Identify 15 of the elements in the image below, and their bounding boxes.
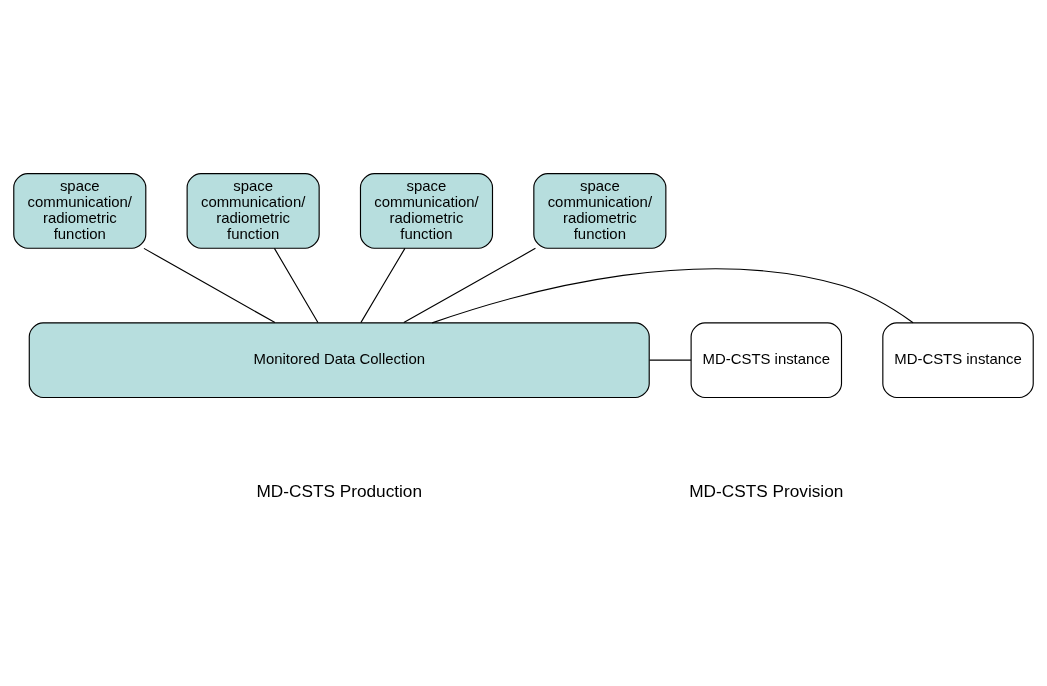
connector [403,247,536,323]
node-box: Monitored Data Collection [28,321,650,398]
connector [143,247,276,323]
label: MD-CSTS Production [256,480,423,501]
connector [273,247,319,323]
node-box: MD-CSTS instance [690,321,843,398]
connector [431,267,914,323]
connector [360,247,406,323]
node-box: MD-CSTS instance [882,321,1034,398]
node-box: space communication/ radiometric function [359,172,494,249]
connector [648,359,692,361]
node-box: space communication/ radiometric function [186,172,320,249]
node-box: space communication/ radiometric function [13,172,147,249]
label: MD-CSTS Provision [689,480,844,501]
node-box: space communication/ radiometric function [533,172,667,249]
